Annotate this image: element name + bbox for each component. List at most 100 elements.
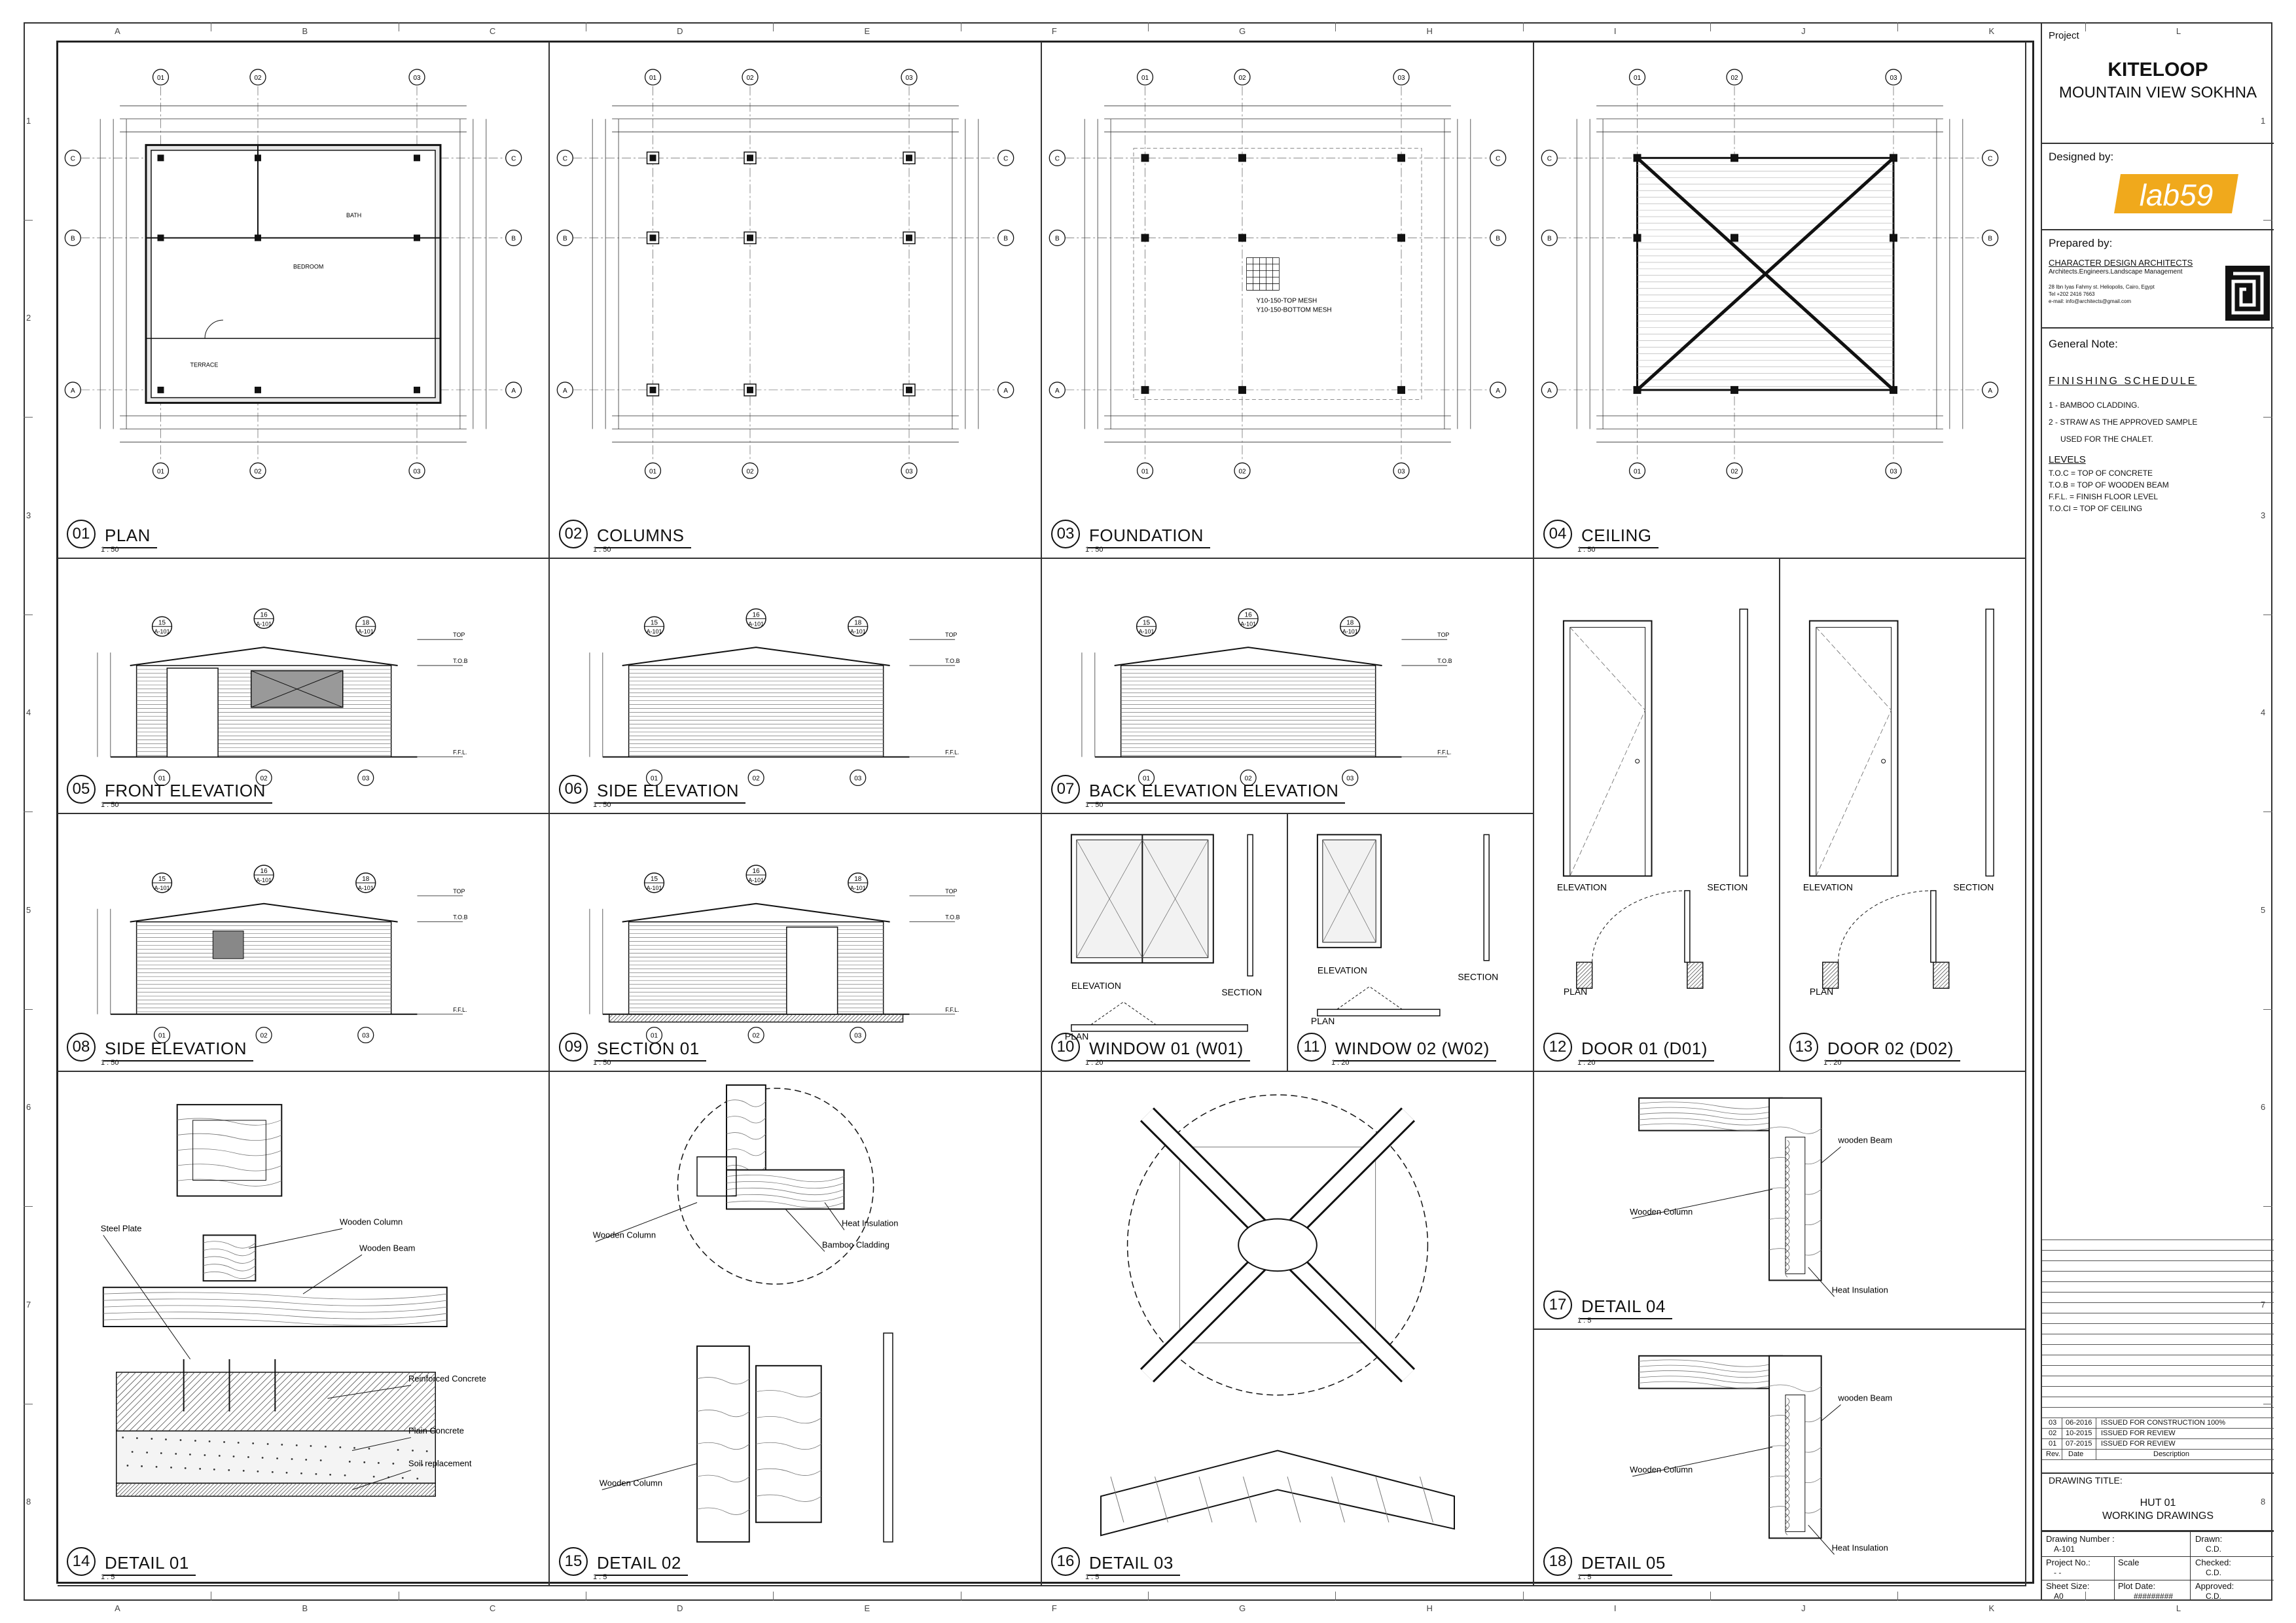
steel-plate-label: Steel Plate: [101, 1223, 142, 1233]
grid-bubble: [1541, 229, 1558, 247]
drawn-label: Drawn:: [2195, 1534, 2223, 1544]
window-section-label: SECTION: [1458, 972, 1498, 982]
grid-bubble-label: A: [511, 387, 516, 395]
revision-date: 10-2015: [2066, 1429, 2092, 1437]
grid-bubble: [1049, 229, 1066, 247]
panel-number-badge: 15: [559, 1547, 588, 1576]
grid-bubble-label: 01: [157, 468, 165, 475]
grid-bubble-label: 01: [649, 468, 657, 475]
panel-scale: 1 : 5: [593, 1573, 607, 1581]
grid-bubble: [742, 462, 759, 479]
panel-scale: 1 : 50: [593, 546, 611, 554]
panel-scale: 1 : 50: [1085, 801, 1103, 809]
door-jamb-right: [1687, 961, 1704, 989]
grid-bubble: [645, 769, 663, 787]
sheet-drawing-frame: [56, 41, 2034, 1584]
level-marker: TOP: [945, 632, 957, 638]
grid-bubble-label: 02: [254, 75, 262, 82]
grid-column-label: A: [115, 26, 120, 36]
panel-name: SIDE ELEVATION: [596, 781, 745, 804]
grid-bubble-label: 03: [1397, 75, 1405, 82]
svg-text:A-101: A-101: [647, 885, 662, 891]
scale-label: Scale: [2118, 1558, 2140, 1567]
level-marker: T.O.B: [945, 658, 960, 664]
drawn-value: C.D.: [2206, 1544, 2221, 1554]
grid-column-label: C: [489, 1603, 496, 1613]
grid-bubble: [1234, 69, 1251, 86]
levels-item-3: F.F.L. = FINISH FLOOR LEVEL: [2049, 492, 2159, 501]
grid-bubble: [64, 382, 81, 399]
foundation-top-mesh-label: Y10-150-TOP MESH: [1257, 297, 1318, 304]
level-marker: TOP: [945, 888, 957, 895]
grid-column-label: E: [864, 26, 870, 36]
grid-bubble: [1049, 382, 1066, 399]
svg-text:A-101: A-101: [850, 885, 866, 891]
grid-column-label: B: [302, 26, 308, 36]
grid-bubble-label: 02: [254, 468, 262, 475]
grid-row-label: 1: [26, 115, 31, 126]
panel-scale: 1 : 50: [593, 1059, 611, 1067]
svg-text:15: 15: [651, 876, 658, 883]
grid-bubble-label: 03: [854, 775, 862, 782]
grid-bubble: [1541, 149, 1558, 166]
level-marker: F.F.L.: [945, 1007, 959, 1013]
grid-row-label: 7: [2261, 1299, 2266, 1310]
panel-scale: 1 : 5: [101, 1573, 115, 1581]
grid-column-label: L: [2176, 1603, 2181, 1613]
foundation-bottom-mesh-label: Y10-150-BOTTOM MESH: [1257, 306, 1332, 313]
grid-bubble-label: 03: [413, 75, 421, 82]
grid-bubble: [152, 462, 170, 479]
project-label: Project: [2049, 30, 2079, 41]
wooden-beam-label: Wooden Beam: [359, 1243, 415, 1253]
finishing-item-1: 1 - BAMBOO CLADDING.: [2049, 401, 2140, 410]
grid-bubble: [997, 382, 1014, 399]
sheet-size-label: Sheet Size:: [2046, 1581, 2090, 1591]
grid-bubble-label: A: [1988, 387, 1992, 395]
panel-number-badge: 18: [1543, 1547, 1572, 1576]
prepared-by-section: Prepared by: CHARACTER DESIGN ARCHITECTS…: [2042, 230, 2274, 329]
firm-address-1: 28 Ibn Iyas Fahmy st. Heliopolis, Cairo,…: [2049, 284, 2155, 290]
revision-rev: 01: [2049, 1440, 2057, 1448]
section-callout: 15A-101: [151, 872, 173, 893]
plot-date-label: Plot Date:: [2118, 1581, 2156, 1591]
grid-row-label: 2: [26, 313, 31, 323]
grid-bubble: [255, 1027, 272, 1044]
grid-bubble: [249, 462, 266, 479]
grid-bubble-label: 02: [1731, 468, 1738, 475]
finishing-item-2: 2 - STRAW AS THE APPROVED SAMPLE: [2049, 418, 2198, 427]
grid-row-label: 6: [2261, 1102, 2266, 1113]
plain-concrete-label: Plain Concrete: [408, 1426, 464, 1436]
window-section-label: SECTION: [1221, 987, 1262, 997]
wooden-beam-label: wooden Beam: [1838, 1393, 1893, 1402]
levels-item-1: T.O.C = TOP OF CONCRETE: [2049, 469, 2153, 478]
section-callout: 15A-101: [151, 616, 173, 637]
grid-column-label: K: [1988, 1603, 1995, 1613]
grid-bubble: [505, 382, 522, 399]
grid-row-label: 8: [2261, 1497, 2266, 1507]
grid-bubble-label: B: [1003, 235, 1008, 242]
panel-scale: 1 : 20: [1823, 1059, 1842, 1067]
grid-bubble-label: A: [1547, 387, 1552, 395]
svg-text:18: 18: [362, 619, 370, 626]
general-note-section: General Note: FINISHING SCHEDULE 1 - BAM…: [2042, 329, 2274, 1271]
grid-bubble: [901, 69, 918, 86]
grid-row-label: 6: [26, 1102, 31, 1113]
level-marker: F.F.L.: [453, 1007, 467, 1013]
grid-bubble-label: 02: [260, 775, 268, 782]
grid-bubble: [1885, 69, 1902, 86]
svg-text:lab59: lab59: [2140, 178, 2214, 212]
grid-column-label: A: [115, 1603, 120, 1613]
panel-number-badge: 17: [1543, 1291, 1572, 1319]
